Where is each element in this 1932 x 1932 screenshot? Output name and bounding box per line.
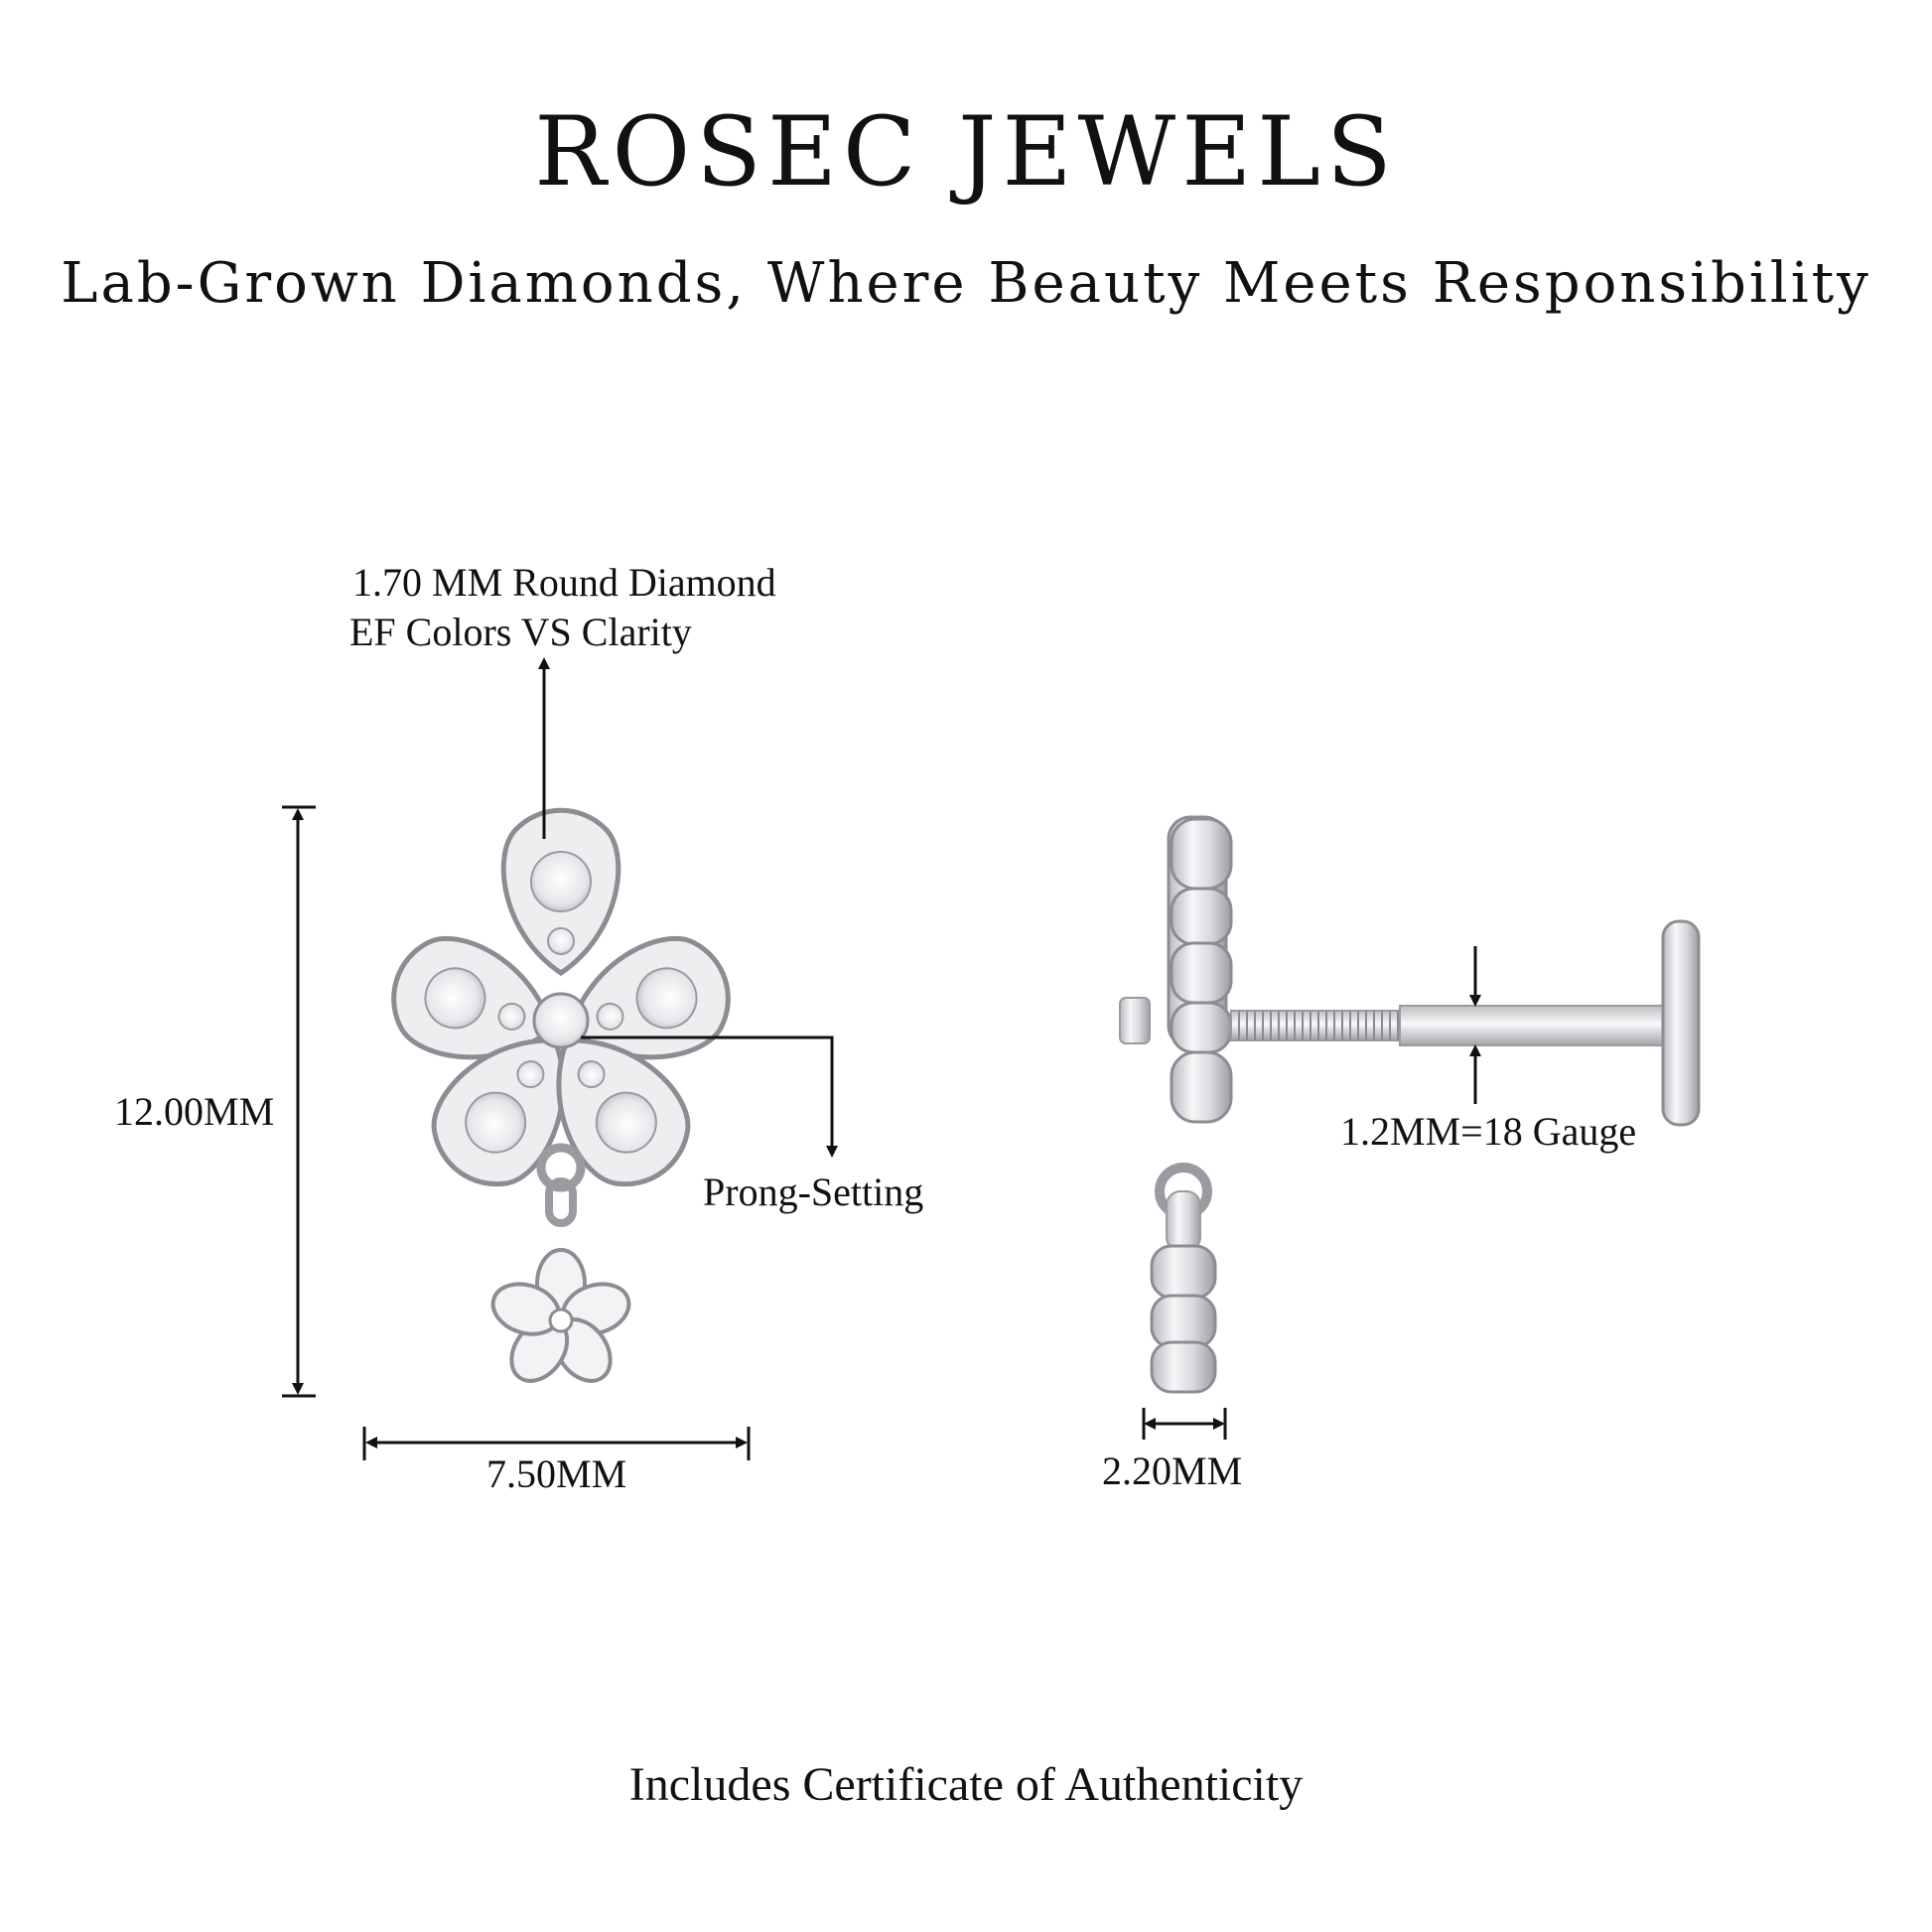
petal-top xyxy=(500,807,621,977)
height-dimension xyxy=(282,805,316,1398)
brand-title: ROSEC JEWELS xyxy=(534,96,1398,207)
thickness-label: 2.20MM xyxy=(1102,1449,1243,1493)
width-dimension xyxy=(362,1427,751,1460)
certificate-note: Includes Certificate of Authenticity xyxy=(628,1758,1304,1811)
petal-bottom-right xyxy=(556,1037,691,1187)
petal-right xyxy=(567,935,731,1060)
side-view-earring xyxy=(1119,815,1701,1394)
height-label: 12.00MM xyxy=(114,1089,275,1134)
dangle-charm xyxy=(490,1143,631,1383)
prong-setting-label: Prong-Setting xyxy=(703,1170,924,1214)
petal-left xyxy=(391,935,555,1060)
center-diamond xyxy=(532,992,590,1049)
gauge-label: 1.2MM=18 Gauge xyxy=(1340,1109,1637,1154)
front-view-earring xyxy=(391,807,731,1383)
diamond-spec-line2: EF Colors VS Clarity xyxy=(349,610,692,654)
tagline: Lab-Grown Diamonds, Where Beauty Meets R… xyxy=(61,251,1871,316)
petal-bottom-left xyxy=(431,1037,566,1187)
diamond-spec-line1: 1.70 MM Round Diamond xyxy=(352,560,776,605)
thickness-dimension xyxy=(1142,1408,1227,1440)
prong-pointer-line xyxy=(581,1035,838,1158)
width-label: 7.50MM xyxy=(486,1451,627,1496)
